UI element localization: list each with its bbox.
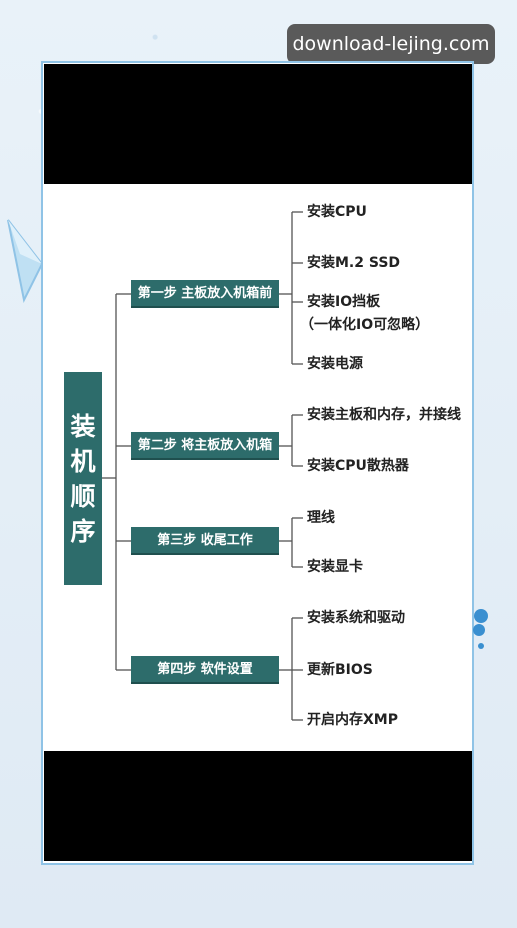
leaf-cable-management: 理线: [307, 510, 335, 526]
letterbox-top: [44, 64, 472, 184]
video-frame: [41, 61, 474, 865]
leaf-io-note: （一体化IO可忽略）: [300, 317, 430, 333]
leaf-install-cooler: 安装CPU散热器: [307, 458, 409, 474]
step-1-node: 第一步 主板放入机箱前: [131, 280, 279, 308]
leaf-install-gpu: 安装显卡: [307, 559, 363, 575]
step-3-node: 第三步 收尾工作: [131, 527, 279, 555]
decorative-dots: [473, 609, 488, 649]
root-title-char: 顺: [70, 481, 96, 511]
root-node-title: 装 机 顺 序: [64, 372, 102, 585]
paper-plane-icon: [7, 219, 44, 304]
root-title-char: 装: [70, 411, 96, 441]
leaf-install-io-shield: 安装IO挡板: [307, 294, 381, 310]
leaf-install-psu: 安装电源: [307, 356, 363, 372]
root-title-char: 机: [70, 446, 96, 476]
leaf-install-board-ram: 安装主板和内存，并接线: [307, 407, 461, 423]
leaf-enable-xmp: 开启内存XMP: [307, 712, 398, 728]
step-2-node: 第二步 将主板放入机箱: [131, 432, 279, 460]
watermark-badge: download-lejing.com: [287, 24, 495, 64]
leaf-install-cpu: 安装CPU: [307, 204, 367, 220]
letterbox-bottom: [44, 751, 472, 861]
step-4-node: 第四步 软件设置: [131, 656, 279, 684]
leaf-install-ssd: 安装M.2 SSD: [307, 255, 401, 271]
leaf-update-bios: 更新BIOS: [307, 662, 373, 678]
leaf-install-os-drivers: 安装系统和驱动: [307, 610, 405, 626]
root-title-char: 序: [70, 516, 96, 546]
